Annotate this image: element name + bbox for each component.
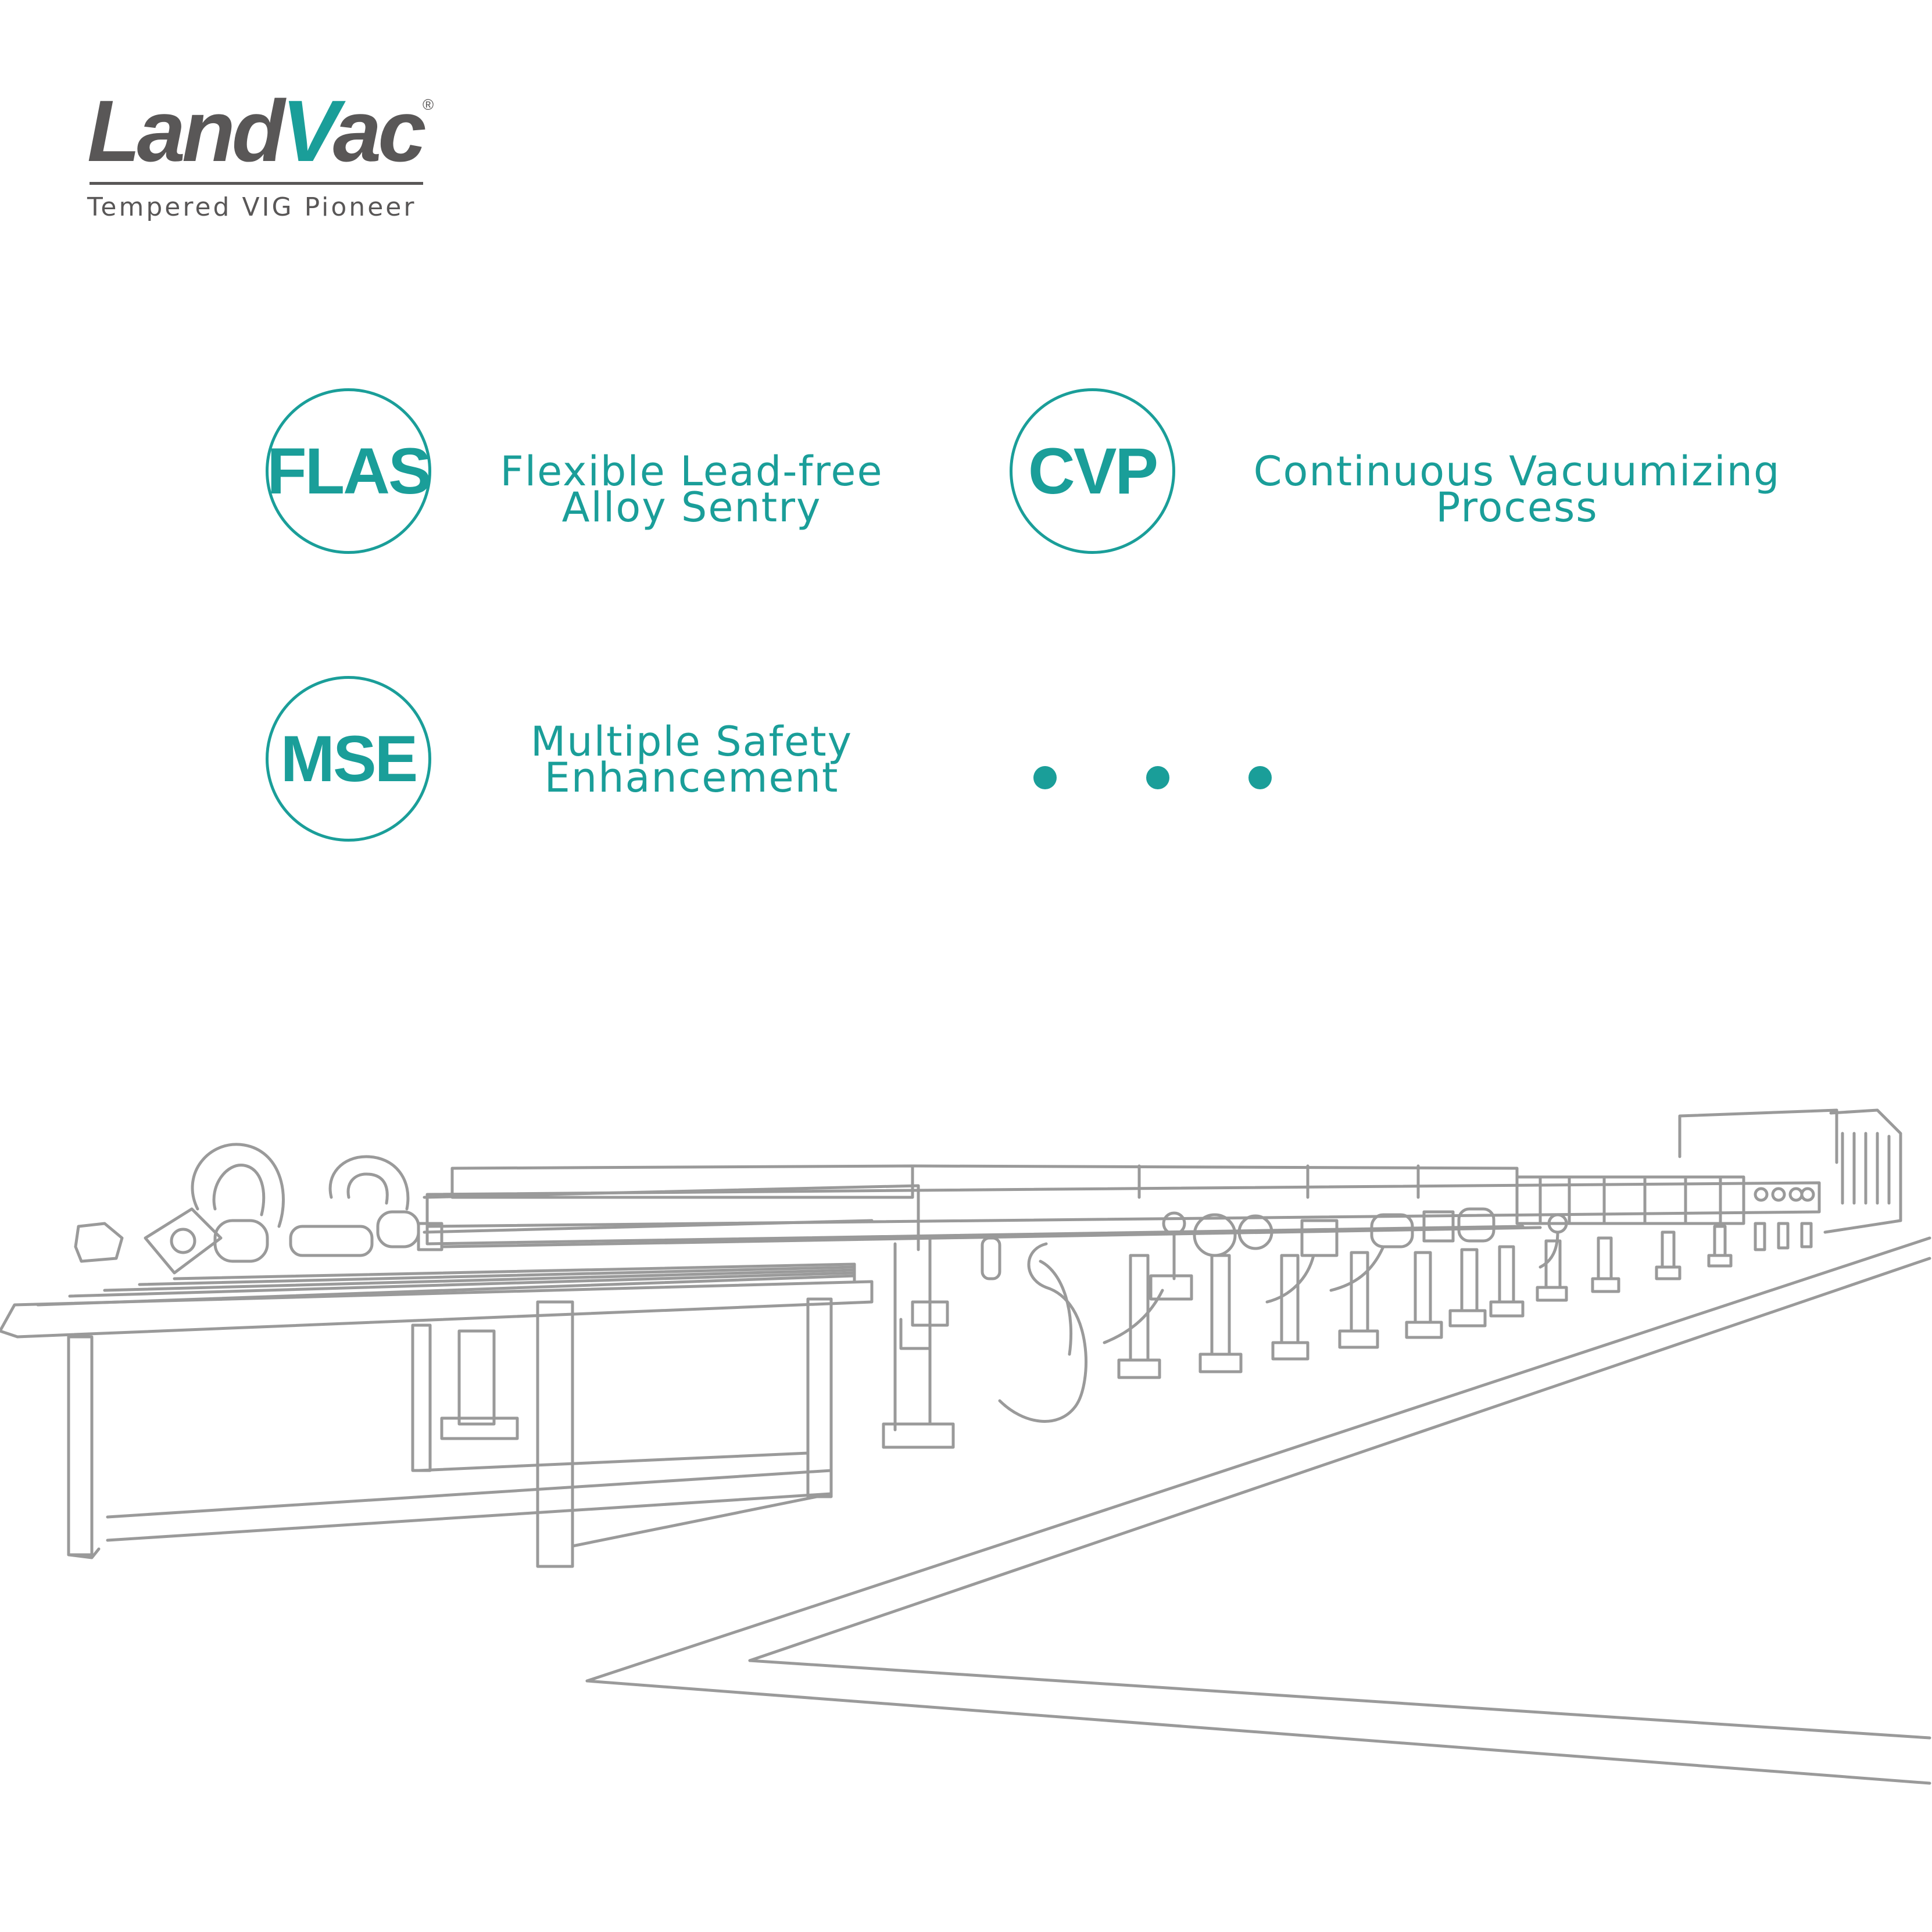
feature-badge-mse: MSE (266, 676, 431, 842)
brand-tagline: Tempered VIG Pioneer (87, 192, 417, 222)
rear-frame-and-loops (74, 1143, 955, 1449)
ellipsis-dot-3 (1248, 766, 1272, 789)
feature-flas-line1: Flexible Lead-free (500, 448, 883, 495)
brand-name-v: V (281, 82, 337, 180)
loading-table (0, 1262, 874, 1568)
feature-badge-flas: FLAS (266, 388, 432, 554)
brand-name-part1: Land (87, 82, 285, 180)
feature-flas-line2: Alloy Sentry (561, 484, 822, 531)
feature-text-mse: Multiple Safety Enhancement (511, 718, 872, 802)
pipes-and-valves (911, 1207, 1568, 1423)
brand-name-part2: ac (332, 82, 427, 180)
brand-logo: LandVac ® Tempered VIG Pioneer (87, 87, 442, 227)
floor-outline (585, 1236, 1931, 1785)
feature-cvp-line2: Process (1436, 484, 1598, 531)
ellipsis-dot-2 (1146, 766, 1169, 789)
support-legs (1117, 1222, 1813, 1379)
feature-text-cvp: Continuous Vacuumizing Process (1244, 448, 1790, 531)
feature-mse-line2: Enhancement (544, 754, 839, 802)
feature-cvp-line1: Continuous Vacuumizing (1253, 448, 1781, 495)
registered-mark: ® (423, 96, 434, 113)
brand-wordmark: LandVac (87, 87, 427, 174)
production-line-illustration (0, 1108, 1931, 1785)
feature-badge-cvp: CVP (1010, 388, 1175, 554)
ellipsis-dot-1 (1033, 766, 1057, 789)
far-end-unit (1515, 1108, 1902, 1234)
logo-divider (90, 182, 423, 185)
feature-mse-line1: Multiple Safety (530, 718, 853, 765)
feature-text-flas: Flexible Lead-free Alloy Sentry (482, 448, 901, 531)
